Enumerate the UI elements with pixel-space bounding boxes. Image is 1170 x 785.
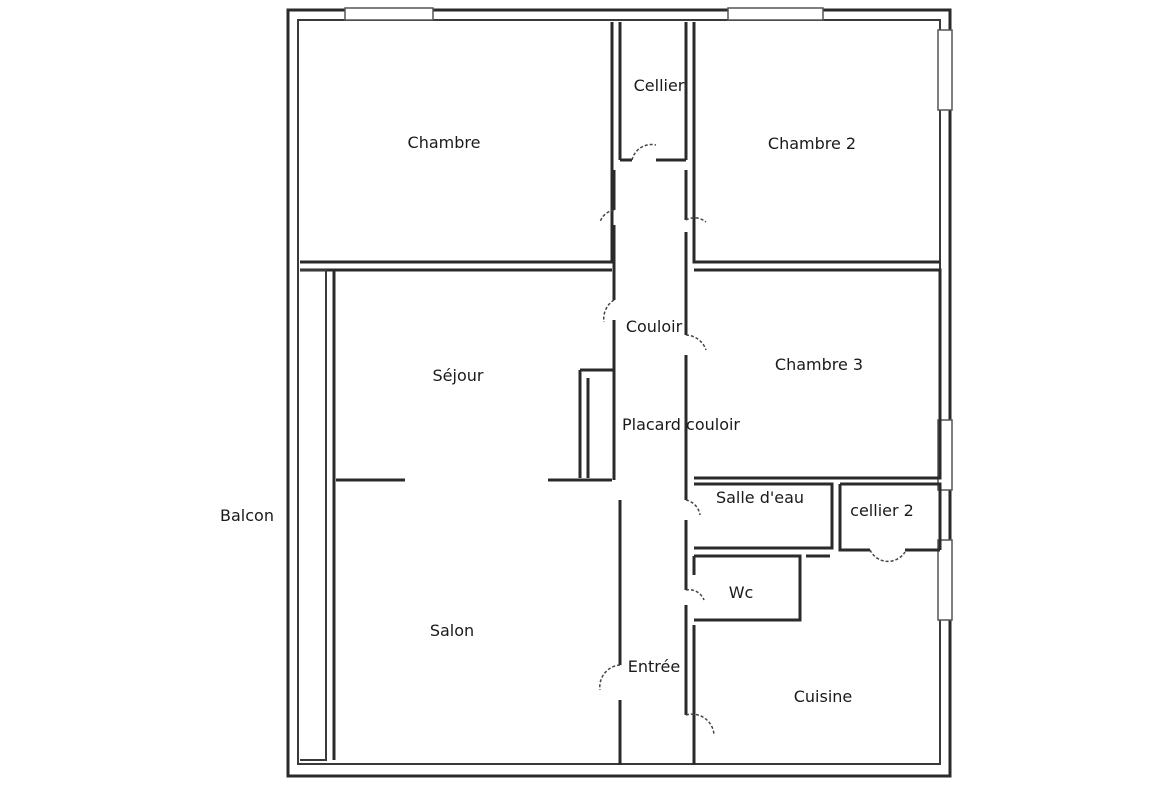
windows [344, 7, 953, 621]
label-wc: Wc [729, 583, 754, 602]
label-couloir: Couloir [626, 317, 683, 336]
label-cuisine: Cuisine [794, 687, 853, 706]
doors [599, 143, 906, 736]
label-placard-couloir: Placard couloir [622, 415, 740, 434]
label-cellier: Cellier [634, 76, 685, 95]
label-balcon: Balcon [220, 506, 274, 525]
label-chambre-3: Chambre 3 [775, 355, 863, 374]
label-salle-deau: Salle d'eau [716, 488, 804, 507]
room-labels: Chambre Cellier Chambre 2 Couloir Séjour… [220, 76, 914, 706]
label-salon: Salon [430, 621, 474, 640]
interior-walls [300, 22, 942, 765]
label-chambre-2: Chambre 2 [768, 134, 856, 153]
label-chambre: Chambre [408, 133, 481, 152]
label-sejour: Séjour [433, 366, 484, 385]
label-cellier-2: cellier 2 [850, 501, 914, 520]
label-entree: Entrée [628, 657, 680, 676]
